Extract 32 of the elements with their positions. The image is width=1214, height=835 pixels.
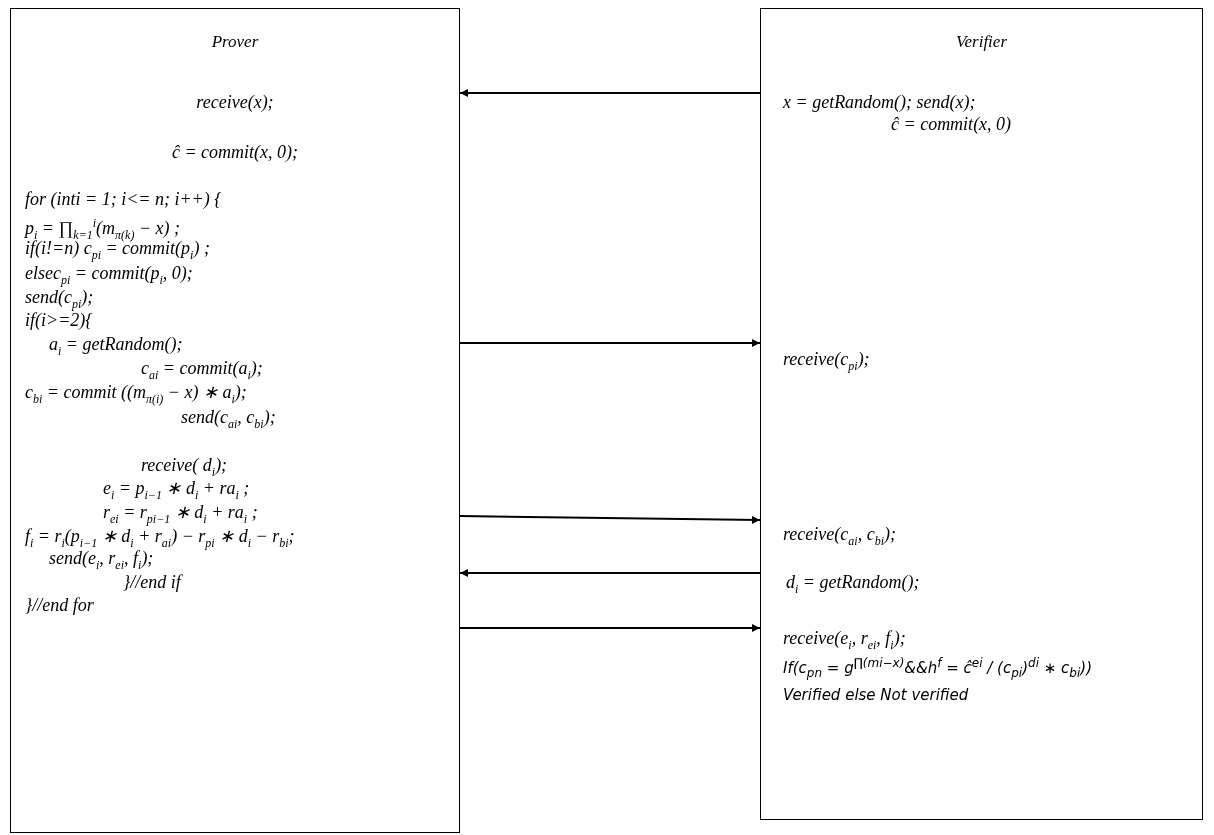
code-line: send(c$_{ai}$, c$_{bi}$); — [181, 406, 276, 433]
arrow — [459, 515, 761, 524]
code-line: c$_{bi}$ = commit ((m$_{π(i)}$ − x) ∗ a$_{i}$); — [25, 381, 247, 408]
code-line: d$_{i}$ = getRandom(); — [786, 571, 920, 598]
code-line: f$_{i}$ = r$_{i}$(p$_{i−1}$ ∗ d$_{i}$ + r$_{ai}$) − r$_{pi}$ ∗ d$_{i}$ − r$_{bi}$; — [25, 526, 295, 550]
code-line: send(e$_{i}$, r$_{ei}$, f$_{i}$); — [49, 547, 154, 574]
arrow — [459, 339, 761, 347]
code-line: ĉ = commit(x, 0) — [891, 113, 1012, 135]
code-line: receive(e$_{i}$, r$_{ei}$, f$_{i}$); — [783, 627, 906, 654]
arrow — [459, 569, 761, 577]
code-line: a$_{i}$ = getRandom(); — [49, 333, 183, 360]
arrow — [459, 89, 761, 97]
code-line: if(i>=2){ — [25, 310, 93, 331]
code-line: receive(x); — [195, 91, 275, 113]
column-heading: Verifier — [955, 31, 1008, 53]
code-line: r$_{ei}$ = r$_{pi−1}$ ∗ d$_{i}$ + ra$_{i}$ ; — [103, 501, 258, 528]
code-line: ĉ = commit(x, 0); — [170, 141, 300, 163]
code-line: x = getRandom(); send(x); — [783, 91, 976, 113]
prover-box — [10, 8, 460, 833]
arrow — [459, 624, 761, 632]
code-line: receive(c$_{ai}$, c$_{bi}$); — [783, 523, 896, 550]
code-line: receive(c$_{pi}$); — [783, 348, 870, 375]
column-heading: Prover — [210, 31, 260, 53]
code-line: elsec$_{pi}$ = commit(p$_{i}$, 0); — [25, 262, 193, 289]
code-line: }//end for — [25, 594, 94, 616]
code-line: If(c$_{pn}$ = g$^{∏(mi−x)}$&&h$^{f}$ = ĉ$^{ei}$ / (c$_{pi}$)$^{di}$ ∗ c$_{bi}$)) — [783, 655, 1093, 682]
verifier-box — [760, 8, 1203, 820]
code-line: c$_{ai}$ = commit(a$_{i}$); — [141, 357, 263, 384]
code-line: }//end if — [123, 571, 181, 593]
code-line: for (inti = 1; i<= n; i++) { — [25, 188, 222, 210]
code-line: Verified else Not verified — [783, 685, 969, 706]
code-line: send(c$_{pi}$); — [25, 287, 94, 312]
